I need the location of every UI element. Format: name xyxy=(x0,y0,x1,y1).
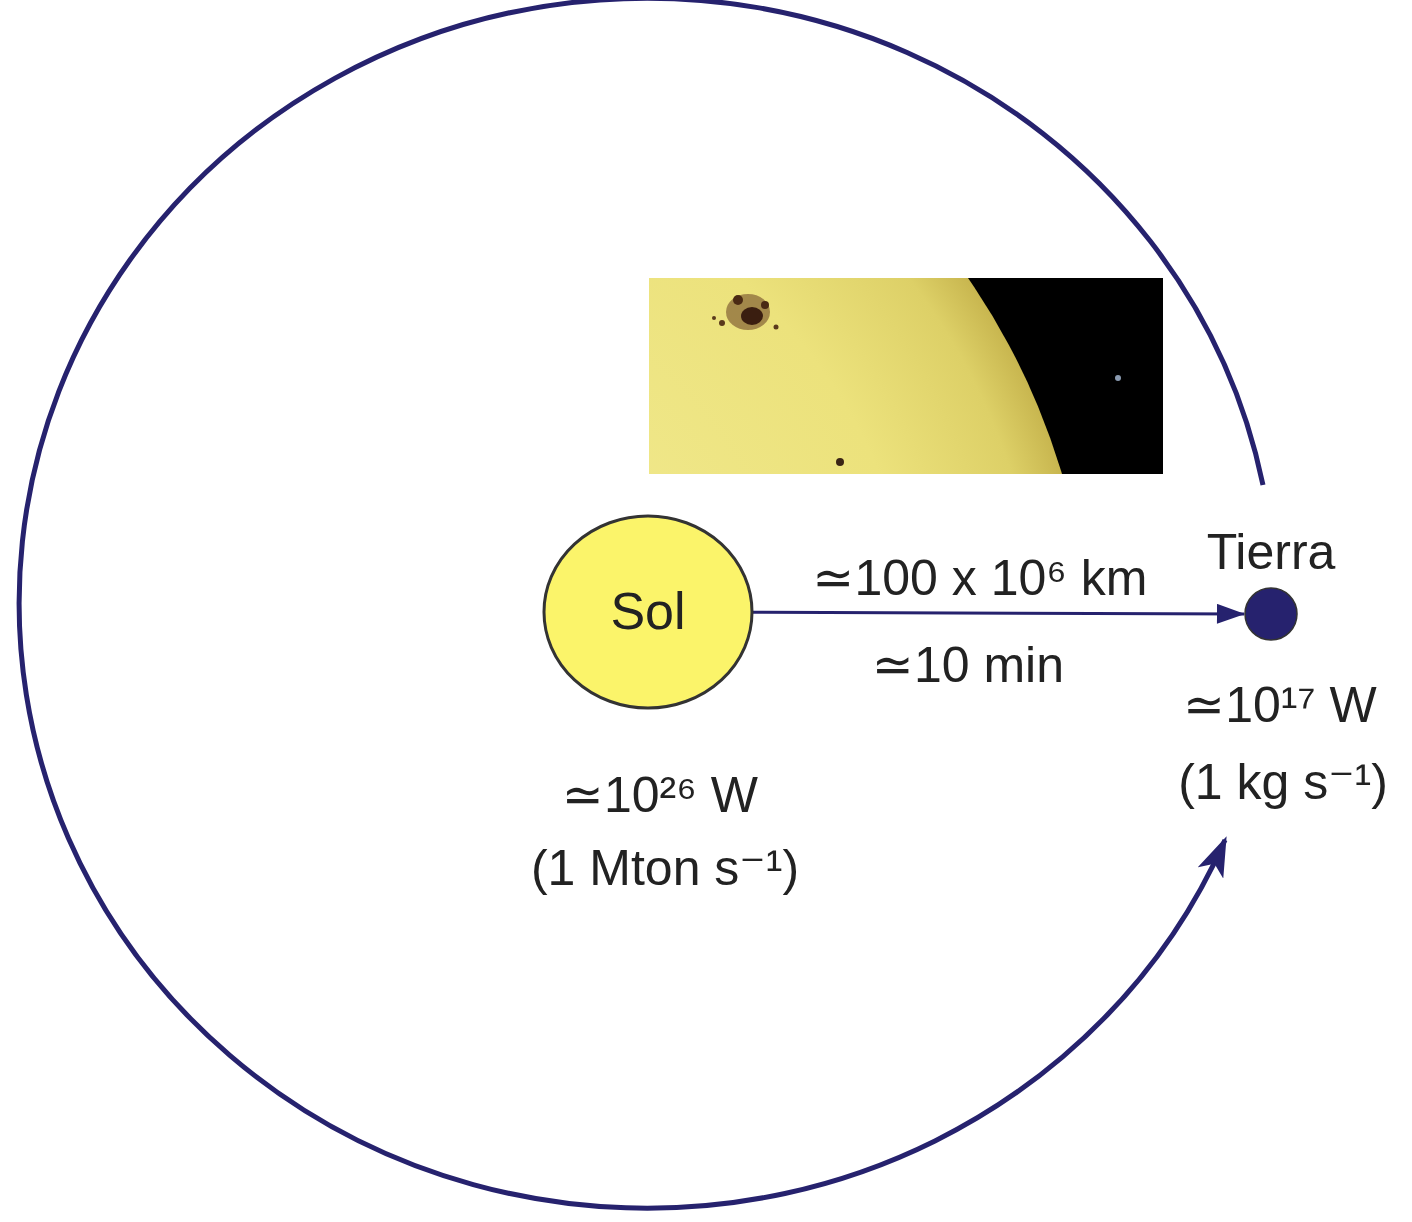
quantity-label: ≃10²⁶ W xyxy=(562,768,758,823)
quantity-label: (1 Mton s⁻¹) xyxy=(531,841,799,896)
distance-label: ≃100 x 10⁶ km xyxy=(813,551,1148,606)
quantity-label: (1 kg s⁻¹) xyxy=(1178,755,1388,810)
quantity-label: ≃10¹⁷ W xyxy=(1183,678,1376,733)
sun-node: Sol xyxy=(542,514,754,710)
earth-node: Tierra xyxy=(1207,525,1336,642)
node-label: Sol xyxy=(610,583,685,640)
photo-sun-disk xyxy=(649,278,1091,474)
node-label: Tierra xyxy=(1207,525,1336,580)
sunspot-umbra xyxy=(741,307,763,325)
sunspot-penumbra xyxy=(726,294,770,330)
sun-photo xyxy=(649,278,1163,474)
sun-outline xyxy=(544,516,752,708)
sunspot xyxy=(719,320,725,326)
quantity-label: ≃10 min xyxy=(872,638,1064,693)
earth-circle xyxy=(1243,586,1299,642)
sunspot xyxy=(774,325,779,330)
sunspot xyxy=(733,295,743,305)
orbit-arc xyxy=(19,0,1263,1208)
sunspot xyxy=(836,458,844,466)
earth-dot xyxy=(1115,375,1121,381)
sunspot xyxy=(761,301,769,309)
energy-arrow xyxy=(753,612,1244,614)
earth-disk xyxy=(1245,588,1297,640)
sunspot xyxy=(712,316,716,320)
